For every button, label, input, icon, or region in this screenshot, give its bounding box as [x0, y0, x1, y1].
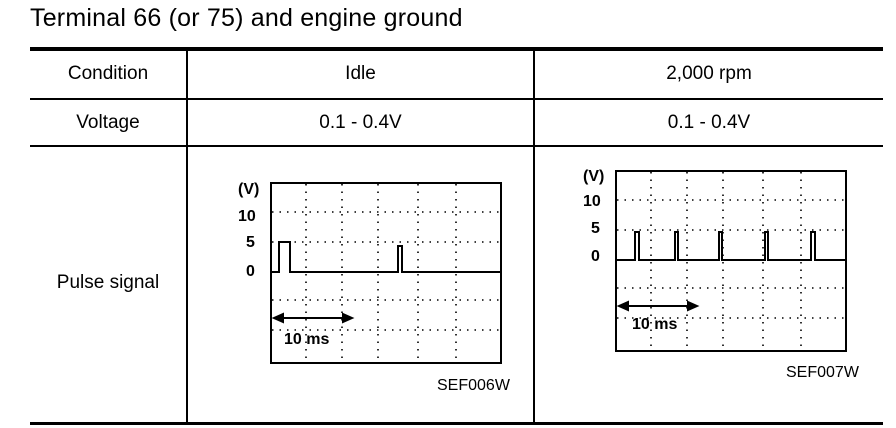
row-divider-2 — [30, 145, 883, 147]
rpm-tick-5: 5 — [591, 220, 600, 237]
idle-tick-0: 0 — [246, 263, 255, 280]
row-divider-1 — [30, 98, 883, 100]
voltage-label: Voltage — [76, 112, 140, 133]
table-bottom-rule — [30, 422, 883, 425]
header-2000rpm: 2,000 rpm — [666, 63, 752, 84]
voltage-idle: 0.1 - 0.4V — [319, 112, 402, 133]
column-divider-1 — [186, 50, 188, 424]
rpm-tick-10: 10 — [583, 193, 601, 210]
idle-oscilloscope — [270, 182, 502, 364]
header-idle: Idle — [345, 63, 376, 84]
voltage-2000rpm: 0.1 - 0.4V — [667, 112, 751, 133]
page-title: Terminal 66 (or 75) and engine ground — [30, 4, 463, 32]
idle-tick-10: 10 — [238, 208, 256, 225]
idle-time-label: 10 ms — [284, 331, 330, 348]
idle-waveform — [272, 241, 500, 273]
header-condition: Condition — [67, 63, 149, 84]
rpm-unit-label: (V) — [583, 168, 605, 185]
rpm-tick-0: 0 — [591, 248, 600, 265]
table-top-rule — [30, 47, 883, 51]
rpm-oscilloscope — [615, 170, 847, 352]
column-divider-2 — [533, 50, 535, 424]
rpm-figure-code: SEF007W — [786, 364, 859, 381]
pulse-signal-label: Pulse signal — [56, 272, 160, 293]
idle-tick-5: 5 — [246, 234, 255, 251]
idle-unit-label: (V) — [238, 181, 260, 198]
rpm-waveform — [617, 231, 845, 261]
rpm-time-label: 10 ms — [632, 316, 678, 333]
idle-figure-code: SEF006W — [437, 377, 510, 394]
